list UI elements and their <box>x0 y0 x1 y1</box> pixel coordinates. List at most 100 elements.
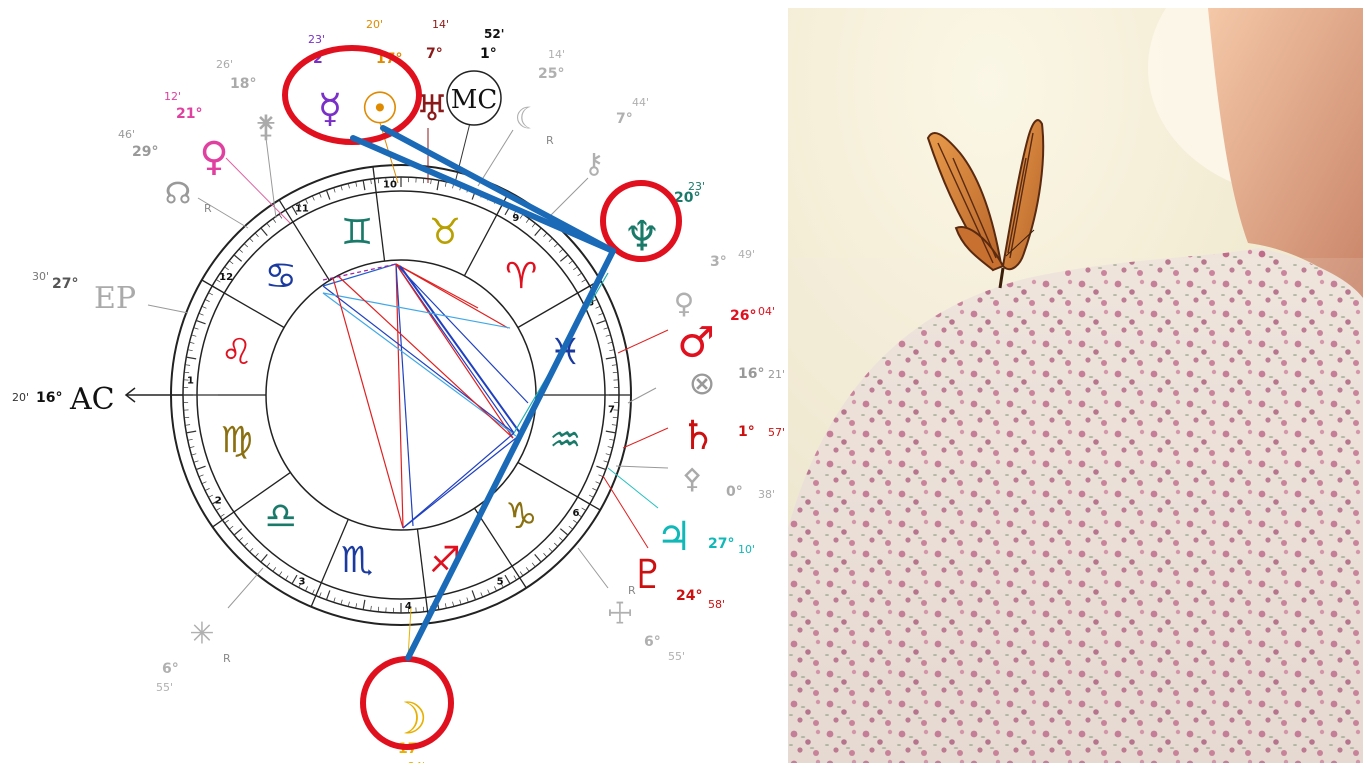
saturn-icon: ♄ <box>680 413 716 459</box>
uranus-minute: 14' <box>432 18 449 31</box>
natal-chart: 109876543211211 ♉♈♓♒♑♐♏♎♍♌♋♊ <box>8 8 786 763</box>
planet-juno: ⚵ 18° 26' <box>216 58 277 145</box>
jupiter-minute: 10' <box>738 543 755 556</box>
astrology-chart-panel: 109876543211211 ♉♈♓♒♑♐♏♎♍♌♋♊ <box>8 8 786 763</box>
moon-icon: ☽ <box>388 693 427 744</box>
sun-icon: ☉ <box>360 83 399 134</box>
venus-node-degree: 3° <box>710 254 727 270</box>
planet-moon: ☽17°24' <box>388 693 427 763</box>
vertex-minute: 55' <box>668 650 685 663</box>
mercury-minute: 23' <box>308 33 325 46</box>
fortune-degree: 16° <box>738 366 764 382</box>
mars-minute: 04' <box>758 305 775 318</box>
mercury-icon: ☿ <box>318 86 343 132</box>
sign-taurus: ♉ <box>429 212 461 253</box>
planet-uranus: ♅7°14' <box>416 18 449 130</box>
black-moon-minute: 14' <box>548 48 565 61</box>
planet-chiron: ⚷ 7° 44' <box>584 96 649 180</box>
pluto-degree: 24° <box>676 588 702 604</box>
juno-minute: 26' <box>216 58 233 71</box>
venus-icon: ♀ <box>199 134 228 180</box>
black-moon-degree: 25° <box>538 66 564 82</box>
house-number-h1: 1 <box>187 375 194 386</box>
retrograde-mark: R <box>204 202 212 215</box>
sign-virgo: ♍ <box>221 420 253 461</box>
north-node-degree: 29° <box>132 144 158 160</box>
chiron-icon: ⚷ <box>584 147 605 180</box>
retrograde-mark: R <box>546 134 554 147</box>
fortune-icon: ⊗ <box>689 364 716 402</box>
north-node-icon: ☊ <box>165 177 192 212</box>
sign-leo: ♌ <box>221 332 253 373</box>
blouse-haze <box>788 258 1363 763</box>
saturn-minute: 57' <box>768 426 785 439</box>
pluto-minute: 58' <box>708 598 725 611</box>
ac-min: 20' <box>12 391 29 404</box>
house-number-h2: 2 <box>215 496 222 507</box>
planet-sun: ☉17°20' <box>360 18 402 134</box>
planet-lilith: ⚴ 0° 38' <box>682 462 775 501</box>
ac-axis: 20' 16° AC <box>12 382 183 417</box>
sign-aquarius: ♒ <box>549 420 581 461</box>
planet-saturn: ♄ 1° 57' <box>680 413 785 459</box>
ep-label: EP <box>94 281 136 316</box>
butterfly-photo <box>788 8 1363 763</box>
house-number-h6: 6 <box>572 508 579 519</box>
planet-black-moon: ☾ 25° 14' <box>515 48 565 137</box>
planet-fortune: ⊗ 16° 21' <box>689 364 785 402</box>
planet-ceres: ✳ 6° 55' <box>156 617 215 695</box>
chiron-degree: 7° <box>616 111 633 127</box>
house-number-h7: 7 <box>608 405 615 416</box>
sign-scorpio: ♏ <box>341 540 373 581</box>
mc-point: MC 1° 52' <box>447 27 504 125</box>
sign-gemini: ♊ <box>341 212 373 253</box>
venus-node-icon: ♀ <box>674 287 695 320</box>
uranus-degree: 7° <box>426 46 443 62</box>
ep-min: 30' <box>32 270 49 283</box>
black-moon-icon: ☾ <box>515 102 542 137</box>
vertex-icon: ☩ <box>607 597 634 632</box>
ep-point: 30' 27° EP <box>32 270 136 316</box>
lilith-icon: ⚴ <box>682 462 703 495</box>
venus-minute: 12' <box>164 90 181 103</box>
sun-minute: 20' <box>366 18 383 31</box>
saturn-degree: 1° <box>738 424 755 440</box>
mc-label: MC <box>451 85 498 115</box>
planet-venus: ♀ 21° 12' <box>164 90 229 180</box>
house-number-h11: 11 <box>295 204 309 215</box>
lilith-minute: 38' <box>758 488 775 501</box>
planet-jupiter: ♃27°10' <box>656 514 755 560</box>
planet-pluto: ♇24°58' <box>630 552 725 611</box>
venus-degree: 21° <box>176 106 202 122</box>
ceres-minute: 55' <box>156 681 173 694</box>
mc-min: 52' <box>484 27 504 41</box>
retrograde-mark: R <box>223 652 231 665</box>
house-number-h10: 10 <box>383 179 397 190</box>
ceres-degree: 6° <box>162 661 179 677</box>
house-number-h5: 5 <box>497 576 504 587</box>
house-number-h3: 3 <box>298 576 305 587</box>
sign-capricorn: ♑ <box>505 496 537 537</box>
house-number-h9: 9 <box>512 213 519 224</box>
juno-degree: 18° <box>230 76 256 92</box>
planet-north-node: ☊29°46' <box>118 128 191 212</box>
fortune-minute: 21' <box>768 368 785 381</box>
ep-deg: 27° <box>52 276 78 292</box>
jupiter-degree: 27° <box>708 536 734 552</box>
venus-node-minute: 49' <box>738 248 755 261</box>
planet-vertex: ☩6°55' <box>607 597 685 664</box>
mars-degree: 26° <box>730 308 756 324</box>
sign-libra: ♎ <box>265 496 297 537</box>
chiron-minute: 44' <box>632 96 649 109</box>
juno-icon: ⚵ <box>255 110 277 145</box>
ceres-icon: ✳ <box>189 617 214 652</box>
lilith-degree: 0° <box>726 484 743 500</box>
photo-illustration <box>788 8 1363 763</box>
sign-aries: ♈ <box>505 256 537 297</box>
mc-deg: 1° <box>480 46 497 62</box>
moon-minute: 24' <box>408 760 425 763</box>
mars-icon: ♂ <box>677 318 715 367</box>
ac-label: AC <box>69 382 115 417</box>
house-number-h12: 12 <box>219 272 233 283</box>
